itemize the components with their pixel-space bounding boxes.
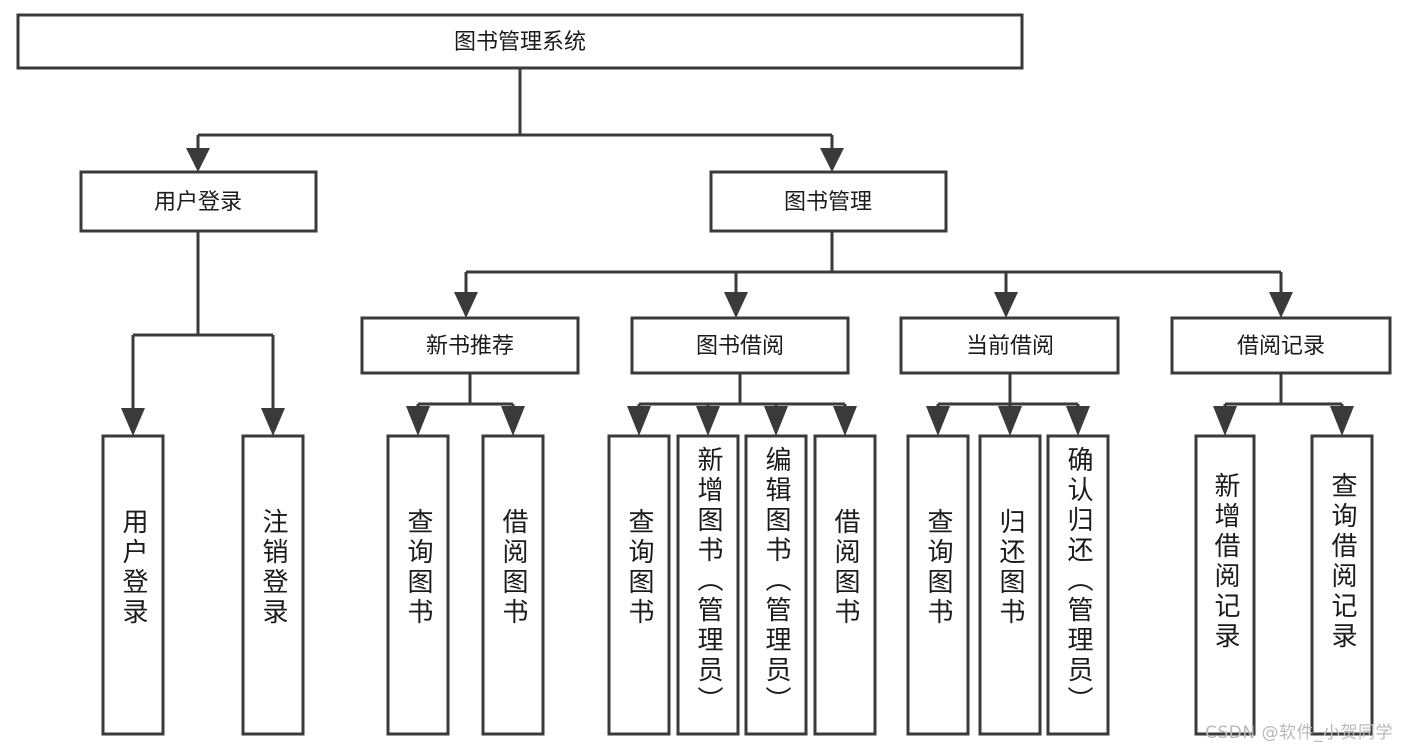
arrow-head-cb-leaf-1 [926,406,950,436]
leaf-box-br-query-record[interactable] [1310,434,1374,736]
leaf-box-bb-edit-book[interactable] [744,434,808,736]
leaf-box-br-add-record[interactable] [1194,434,1256,736]
node-new-book-box[interactable] [360,316,580,375]
arrow-head-nb-leaf-1 [406,406,430,436]
arrow-head-bb-leaf-3 [764,406,788,436]
leaf-box-bb-query-book[interactable] [607,434,671,736]
node-book-borrow-box[interactable] [630,316,850,375]
connector-group [121,68,1354,436]
leaf-box-bb-borrow-book[interactable] [813,434,877,736]
node-user-login-label: 用户登录 [154,190,242,215]
leaf-box-logout[interactable] [241,434,305,736]
arrow-head-user-login [186,148,210,172]
node-book-manage-label: 图书管理 [784,190,872,215]
node-book-manage-box[interactable] [709,170,948,233]
horizontal-label-group: 图书管理系统 用户登录 图书管理 新书推荐 图书借阅 当前借阅 借阅记录 [154,30,1325,359]
watermark-text: CSDN @软件_小贺同学 [1205,723,1393,743]
node-book-borrow-label: 图书借阅 [696,334,784,359]
arrow-head-bb-leaf-2 [696,406,720,436]
arrow-head-book-borrow [724,292,748,318]
arrow-head-br-leaf-2 [1330,406,1354,436]
arrow-head-br-leaf-1 [1213,406,1237,436]
leaf-box-cb-confirm-return[interactable] [1046,434,1110,736]
arrow-head-borrow-record [1269,292,1293,318]
node-new-book-label: 新书推荐 [426,334,514,359]
leaf-box-nb-borrow-book[interactable] [481,434,545,736]
node-current-borrow-label: 当前借阅 [966,334,1054,359]
arrow-head-current-borrow [994,292,1018,318]
node-current-borrow-box[interactable] [899,316,1120,375]
node-root-box[interactable] [16,13,1024,70]
leaf-box-user-login[interactable] [101,434,165,736]
arrow-head-bb-leaf-1 [627,406,651,436]
leaf-box-cb-return-book[interactable] [978,434,1042,736]
arrow-head-new-book [454,292,478,318]
arrow-head-leaf-logout [261,408,285,436]
leaf-box-bb-add-book[interactable] [676,434,740,736]
arrow-head-cb-leaf-3 [1066,406,1090,436]
arrow-head-cb-leaf-2 [998,406,1022,436]
arrow-head-leaf-user-login [121,408,145,436]
node-borrow-record-label: 借阅记录 [1237,334,1325,359]
node-box-group [16,13,1392,736]
leaf-box-cb-query-book[interactable] [906,434,970,736]
arrow-head-book-manage [820,148,844,172]
arrow-head-bb-leaf-4 [833,406,857,436]
node-root-label: 图书管理系统 [454,30,586,55]
node-borrow-record-box[interactable] [1170,316,1392,375]
node-user-login-box[interactable] [79,170,318,233]
arrow-head-nb-leaf-2 [501,406,525,436]
leaf-box-nb-query-book[interactable] [386,434,450,736]
